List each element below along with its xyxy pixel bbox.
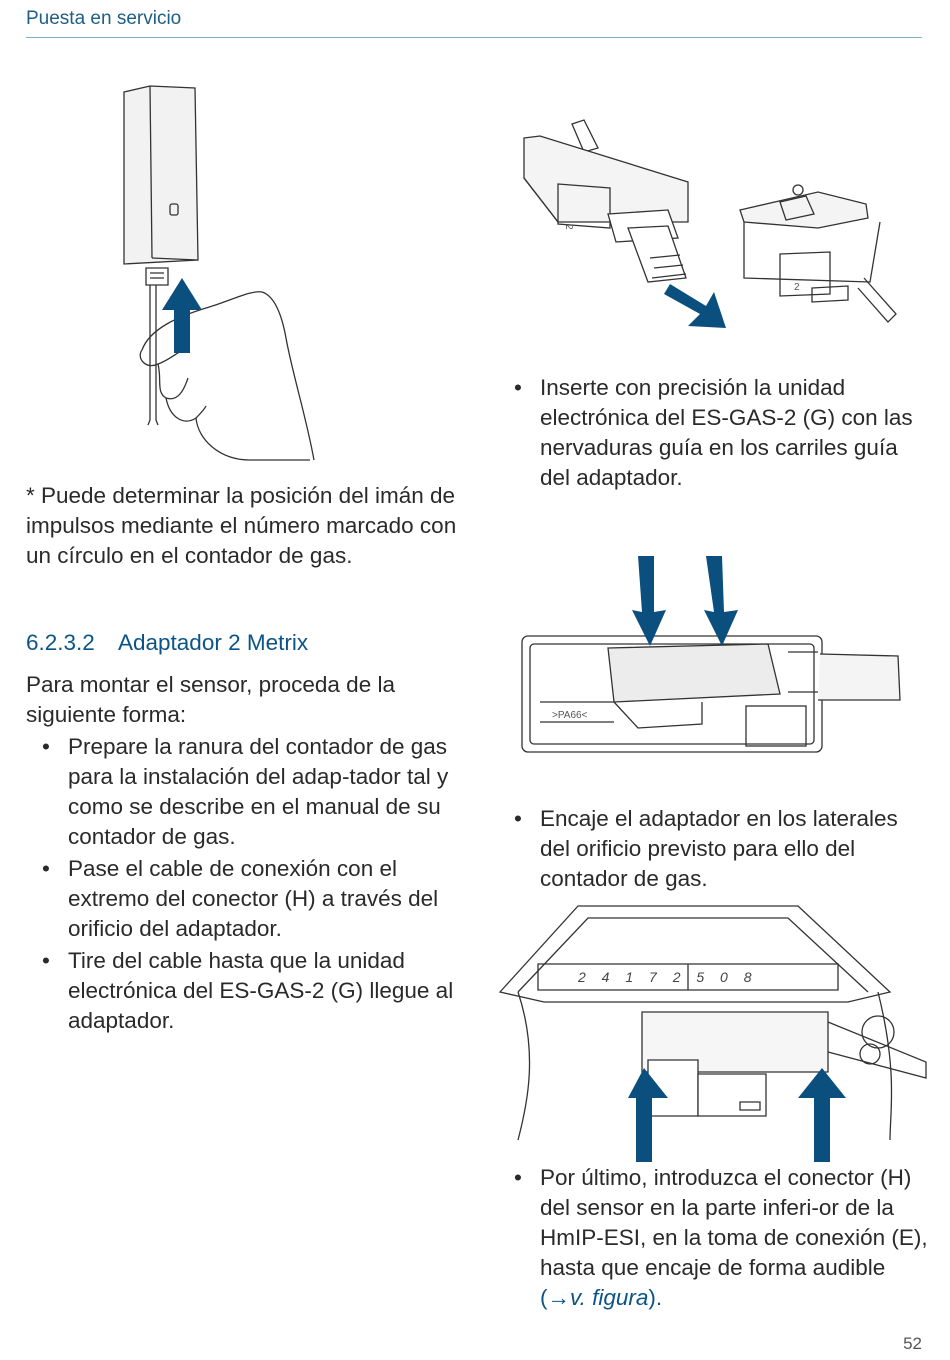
figure-sensor-hand bbox=[110, 80, 320, 470]
slot-number-left: 2 bbox=[563, 224, 574, 230]
right-instruction-insert: Inserte con precisión la unidad electrón… bbox=[498, 373, 928, 495]
figure-gas-meter: 2 4 1 7 2 5 0 8 bbox=[498, 902, 928, 1164]
figure-units-connector: 2 2 bbox=[518, 118, 908, 333]
right-instruction-fit: Encaje el adaptador en los laterales del… bbox=[498, 804, 928, 896]
header-rule bbox=[26, 37, 922, 38]
note-impulse-magnet: * Puede determinar la posición del imán … bbox=[26, 483, 457, 568]
list-item: Por último, introduzca el conector (H) d… bbox=[498, 1163, 928, 1313]
intro-text: Para montar el sensor, proceda de la sig… bbox=[26, 672, 395, 727]
list-item: Pase el cable de conexión con el extremo… bbox=[26, 854, 466, 944]
section-heading: 6.2.3.2 Adaptador 2 Metrix bbox=[26, 630, 308, 656]
list-item: Prepare la ranura del contador de gas pa… bbox=[26, 732, 466, 852]
list-item: Tire del cable hasta que la unidad elect… bbox=[26, 946, 466, 1036]
list-item: Encaje el adaptador en los laterales del… bbox=[498, 804, 928, 894]
section-title: Adaptador 2 Metrix bbox=[118, 630, 309, 655]
adapter-marking: >PA66< bbox=[552, 710, 588, 721]
left-instruction-list: Prepare la ranura del contador de gas pa… bbox=[26, 732, 466, 1038]
figure-adapter-insert: >PA66< bbox=[518, 552, 906, 758]
meter-digits: 2 4 1 7 2 5 0 8 bbox=[577, 969, 758, 985]
page-number: 52 bbox=[903, 1334, 922, 1353]
header-title: Puesta en servicio bbox=[26, 8, 182, 29]
figure-reference-link[interactable]: (→v. figura). bbox=[540, 1285, 663, 1310]
section-number: 6.2.3.2 bbox=[26, 630, 95, 655]
right-instruction-connect: Por último, introduzca el conector (H) d… bbox=[498, 1163, 928, 1315]
list-item: Inserte con precisión la unidad electrón… bbox=[498, 373, 928, 493]
slot-number-right: 2 bbox=[794, 282, 800, 293]
